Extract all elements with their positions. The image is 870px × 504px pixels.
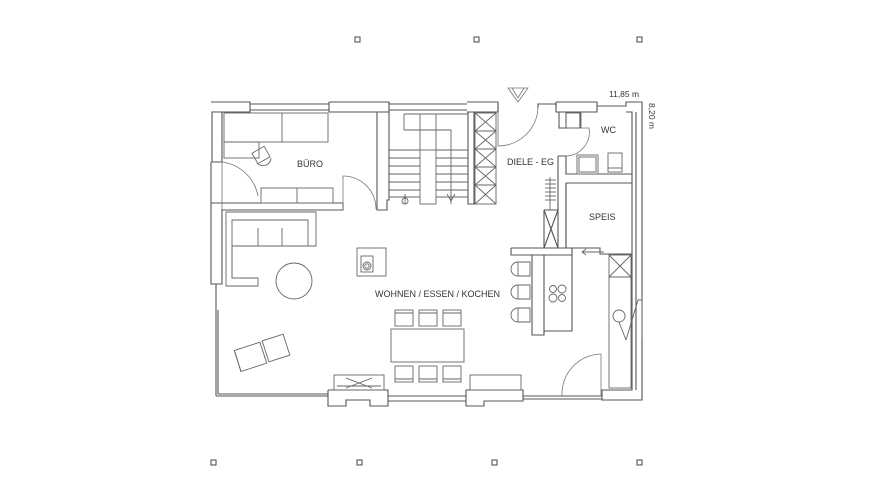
living-furniture (225, 211, 387, 373)
outer-walls (210, 101, 643, 407)
room-label-living: WOHNEN / ESSEN / KOCHEN (375, 289, 500, 299)
coat-rack (545, 177, 556, 210)
dimension-labels: 11,85 m 8,20 m (609, 89, 657, 129)
staircase (389, 113, 468, 205)
sideboards (333, 374, 522, 391)
grid-markers (210, 36, 643, 466)
kitchen (510, 248, 643, 389)
doors (221, 87, 602, 397)
wc-fixtures (565, 112, 623, 175)
room-label-hall: DIELE - EG (507, 157, 554, 167)
office-furniture (223, 112, 334, 204)
dimension-width: 11,85 m (609, 89, 639, 99)
room-label-pantry: SPEIS (589, 212, 616, 222)
dining-table (390, 309, 465, 383)
dimension-depth: 8,20 m (647, 103, 657, 129)
wardrobe (474, 112, 497, 205)
room-labels: BÜRO DIELE - EG WC SPEIS WOHNEN / ESSEN … (297, 125, 616, 299)
room-label-office: BÜRO (297, 159, 323, 169)
room-label-wc: WC (601, 125, 616, 135)
